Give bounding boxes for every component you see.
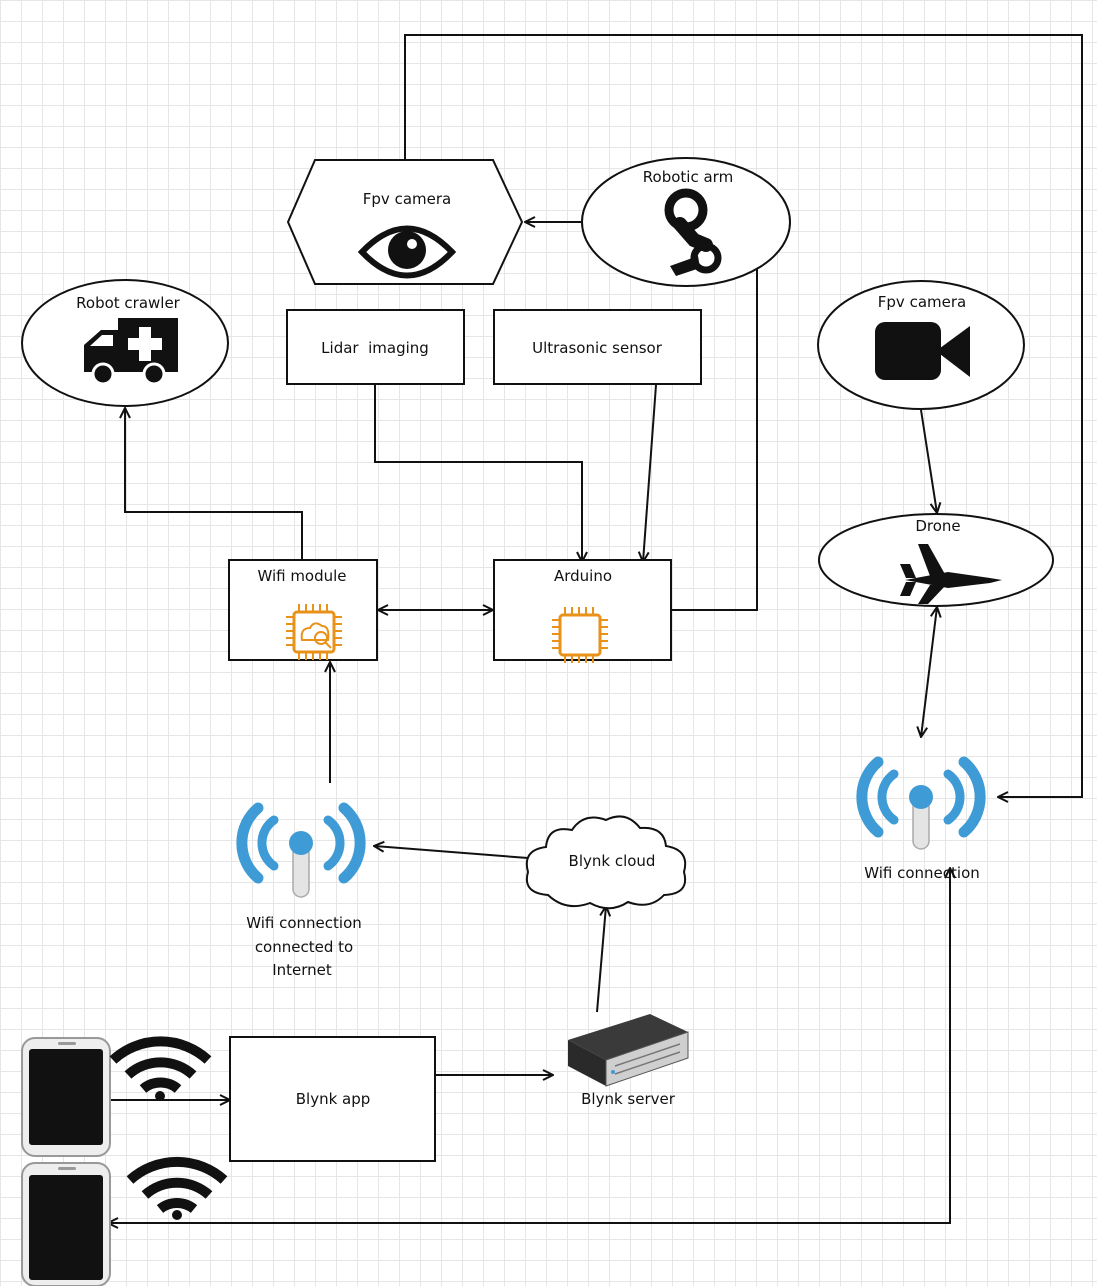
ultrasonic-sensor-node: Ultrasonic sensor — [493, 309, 702, 385]
wifi-connection-right-label: Wifi connection — [864, 864, 980, 882]
server-icon — [568, 1014, 689, 1087]
robotic-arm-icon — [664, 188, 722, 276]
ultrasonic-sensor-label: Ultrasonic sensor — [532, 339, 663, 357]
cloud-to-internet-arrow — [374, 846, 529, 859]
blynk-cloud-node: Blynk cloud — [525, 815, 687, 910]
blynk-cloud-label: Blynk cloud — [569, 852, 656, 870]
blynk-app-node: Blynk app — [229, 1036, 436, 1162]
camera-to-drone-arrow — [920, 409, 937, 513]
fpv-camera-top-label: Fpv camera — [363, 190, 451, 208]
eye-icon — [357, 225, 457, 279]
ambulance-icon — [84, 318, 178, 386]
robot-crawler-node: Robot crawler — [21, 279, 229, 407]
cloud-shape — [525, 815, 687, 910]
connectors — [108, 34, 1083, 1223]
wifi-signal-icon — [109, 1036, 212, 1101]
fpv-camera-top-node: Fpv camera — [286, 159, 524, 285]
blynk-server-label: Blynk server — [581, 1090, 676, 1108]
wifi-antenna-icon — [236, 802, 366, 898]
blynk-app-label: Blynk app — [296, 1090, 371, 1108]
wifi-antenna-icon — [856, 756, 986, 850]
drone-node: Drone — [818, 513, 1054, 607]
wifi-module-node: Wifi module — [228, 559, 378, 661]
robotic-arm-label: Robotic arm — [643, 168, 733, 186]
wifi-signal-icon — [126, 1156, 228, 1220]
wifi-to-phone-arrow — [108, 868, 950, 1223]
drone-label: Drone — [915, 517, 960, 535]
chip-cloud-icon — [286, 604, 342, 660]
drone-wifi-arrow — [921, 607, 937, 737]
robotic-arm-node: Robotic arm — [581, 157, 791, 287]
video-camera-icon — [875, 322, 970, 380]
fighter-jet-icon — [900, 544, 1002, 604]
blynk-server-node: Blynk server — [568, 1014, 689, 1108]
arduino-label: Arduino — [554, 567, 612, 585]
fpv-camera-right-label: Fpv camera — [878, 293, 966, 311]
wifi-internet-label-line2: connected to — [255, 938, 353, 956]
arduino-node: Arduino — [493, 559, 672, 663]
smartphone-icon — [21, 1162, 111, 1286]
lidar-imaging-node: Lidar imaging — [286, 309, 465, 385]
wifi-internet-label-line3: Internet — [272, 961, 332, 979]
wifi-module-to-crawler-arrow — [125, 408, 303, 560]
robot-crawler-label: Robot crawler — [76, 294, 181, 312]
loop-connector — [404, 34, 1083, 797]
smartphone-icon — [21, 1037, 111, 1157]
lidar-imaging-label: Lidar imaging — [321, 339, 429, 357]
chip-icon — [552, 607, 608, 663]
wifi-module-label: Wifi module — [257, 567, 346, 585]
wifi-internet-label-line1: Wifi connection — [246, 914, 362, 932]
lidar-to-arduino-arrow — [374, 385, 582, 562]
server-to-cloud-arrow — [596, 906, 606, 1013]
wifi-connection-right-node: Wifi connection — [856, 756, 986, 882]
ultrasonic-to-arduino-arrow — [643, 384, 657, 562]
fpv-camera-right-node: Fpv camera — [817, 280, 1025, 410]
wifi-internet-node: Wifi connection connected to Internet — [236, 802, 366, 979]
